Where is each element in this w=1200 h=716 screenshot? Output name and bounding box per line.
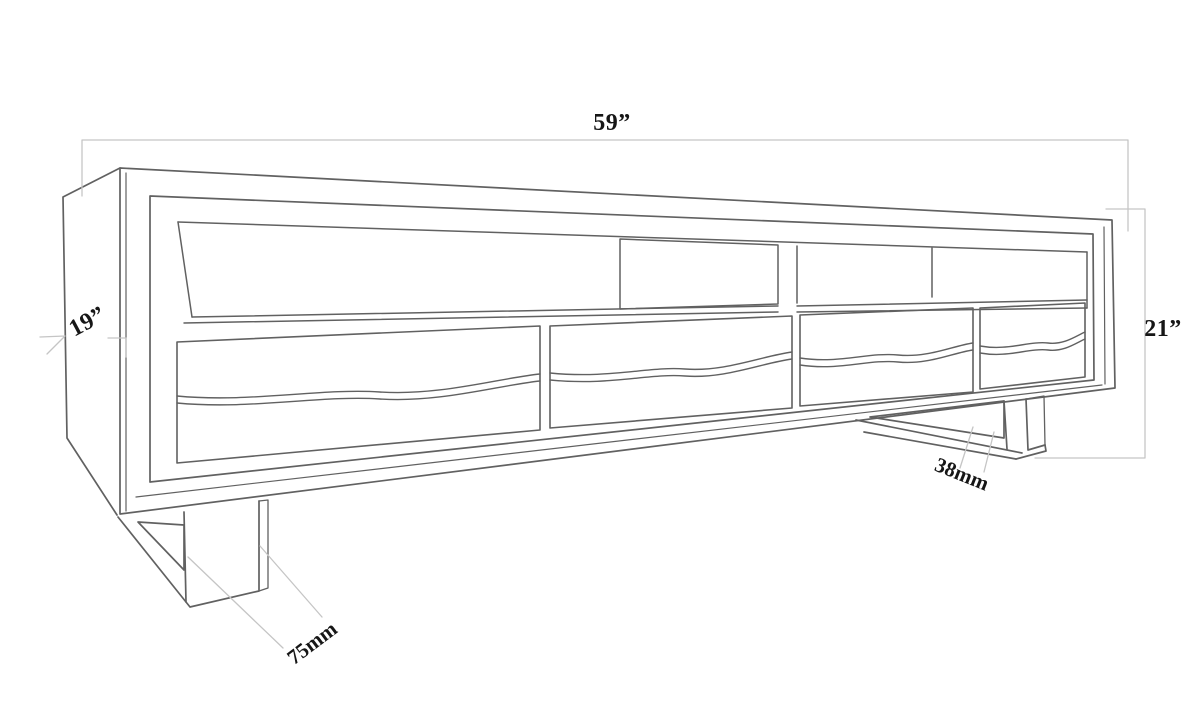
cabinet-front-face-outline [119,167,1116,515]
right-leg-post [1003,398,1046,451]
left-leg-triangle-cutout [137,521,185,571]
shelf-middle-box [619,238,779,310]
depth-dimension-label: 19” [65,302,110,343]
right-leg-side-face [1025,395,1046,446]
width-dimension-line [81,139,1129,232]
height-dimension-line [1034,208,1146,459]
right-leg-triangle-cutout [869,400,1005,439]
width-dimension-label: 59” [593,110,631,136]
right-leg [855,395,1047,460]
cabinet-inner-frame [149,195,1095,483]
drawer-4-wave-seam [979,331,1086,356]
drawer-3-wave-seam [799,342,974,368]
drawer-4-front [979,302,1086,390]
left-leg-outline [117,500,260,608]
height-dimension-label: 21” [1144,316,1182,342]
shelf-opening-top-edge [177,221,1088,253]
drawer-2-wave-seam [549,351,793,383]
right-leg-foot [1015,444,1047,460]
drawer-3-front [799,307,974,407]
cabinet-frame-depth-lines [135,226,1106,498]
open-shelf-compartment [177,221,1088,324]
depth-dimension-line [39,335,127,358]
shelf-opening-left-bevel [177,221,193,318]
leg-width-leader-line [187,545,323,649]
shelf-front-edge-line [183,307,1088,324]
leg-thickness-leader-line [959,426,995,473]
cabinet-left-side-panel [62,167,121,516]
leg-width-label: 75mm [282,616,342,669]
left-leg-side-face [258,499,269,592]
drawer-1-front [176,325,541,464]
right-leg-slant-bar [855,419,1023,460]
drawer-2-front [549,315,793,429]
drawer-1-wave-seam [176,373,541,406]
left-leg [117,499,269,608]
